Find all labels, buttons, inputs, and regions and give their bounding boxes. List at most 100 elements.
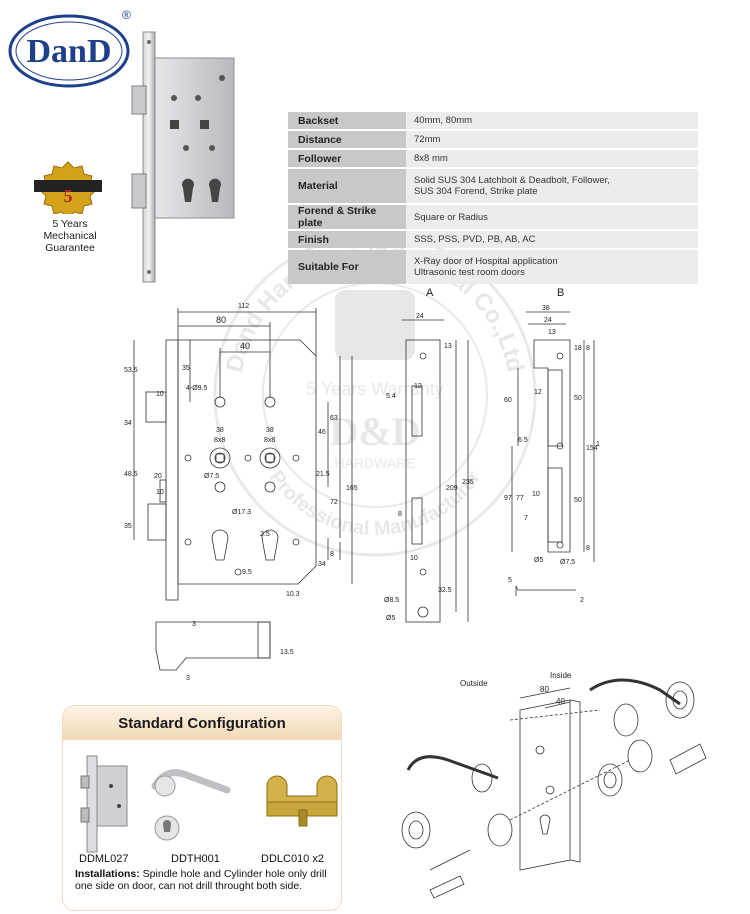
spec-value: 8x8 mm (406, 150, 698, 167)
dim-38a: 38 (216, 427, 224, 434)
spec-value: SSS, PSS, PVD, PB, AB, AC (406, 231, 698, 248)
dim-b5: Ø5 (534, 557, 543, 564)
watermark: Dand Hardware Industrial Co.,Ltd Profess… (213, 233, 537, 557)
dim-b154: 154 (586, 445, 598, 452)
dim-a24: 24 (416, 313, 424, 320)
spec-key: Follower (288, 150, 406, 167)
dim-48-5: 48.5 (124, 471, 138, 478)
exploded-dim-80: 80 (540, 685, 549, 694)
config-item-code: DDLC010 x2 (261, 853, 324, 865)
dim-b18: 18 (574, 345, 582, 352)
logo-text: DanD (26, 33, 111, 70)
guarantee-line: Guarantee (45, 242, 95, 254)
config-item-code: DDTH001 (171, 853, 220, 865)
dim-112: 112 (238, 303, 249, 310)
dim-s2: 2 (580, 597, 584, 604)
spec-key: Finish (288, 231, 406, 248)
spec-row-forend: Forend & Strike plate Square or Radius (288, 205, 698, 229)
euro-cylinder-icon (266, 775, 338, 827)
dand-logo: DanD (8, 14, 130, 88)
watermark-text-center: D&D (329, 409, 420, 454)
spec-value: 72mm (406, 131, 698, 148)
dim-8x8b: 8x8 (264, 437, 275, 444)
config-items (80, 755, 338, 853)
dim-a32-5: 32.5 (438, 587, 452, 594)
lever-handle-icon (151, 769, 231, 841)
spec-key: Distance (288, 131, 406, 148)
dim-63: 63 (330, 415, 338, 422)
spec-value: Square or Radius (406, 205, 698, 229)
svg-text:5: 5 (64, 186, 73, 206)
dim-3b: 3 (186, 675, 190, 682)
view-label-a: A (426, 287, 434, 299)
spec-row-suitable: Suitable For X-Ray door of Hospital appl… (288, 250, 698, 284)
technical-drawing: 112 80 40 35 53.5 4-Ø9.5 10 34 38 38 8x8… (124, 303, 600, 682)
mortise-lock-body-icon (80, 755, 128, 853)
watermark-text-sub: HARDWARE (334, 455, 415, 471)
dim-b12: 12 (534, 389, 542, 396)
registered-mark: ® (122, 8, 131, 22)
config-item-code: DDML027 (79, 853, 129, 865)
dim-35a: 35 (182, 365, 190, 372)
installations-note: Installations: Spindle hole and Cylinder… (75, 868, 337, 892)
dim-b7: 7 (524, 515, 528, 522)
dim-4-9-5: 4-Ø9.5 (186, 385, 208, 392)
dim-2-5: 2.5 (260, 531, 270, 538)
dim-a235: 235 (462, 479, 474, 486)
dim-17-3: Ø17.3 (232, 509, 251, 516)
dim-8: 8 (330, 551, 334, 558)
spec-value: 40mm, 80mm (406, 112, 698, 129)
spec-row-distance: Distance 72mm (288, 131, 698, 148)
spec-row-material: Material Solid SUS 304 Latchbolt & Deadb… (288, 169, 698, 203)
spec-value: Solid SUS 304 Latchbolt & Deadbolt, Foll… (406, 169, 698, 203)
dim-21-5: 21.5 (316, 471, 330, 478)
guarantee-line: Mechanical (43, 230, 97, 242)
dim-b10: 10 (532, 491, 540, 498)
spec-row-backset: Backset 40mm, 80mm (288, 112, 698, 129)
dim-34: 34 (124, 420, 132, 427)
dim-20: 20 (154, 473, 162, 480)
spec-key: Suitable For (288, 250, 406, 284)
dim-10-3: 10.3 (286, 591, 300, 598)
dim-34b: 34 (318, 561, 326, 568)
dim-a12: 12 (414, 383, 422, 390)
spec-table: Backset 40mm, 80mm Distance 72mm Followe… (288, 110, 698, 286)
spec-row-follower: Follower 8x8 mm (288, 150, 698, 167)
dim-b50b: 50 (574, 497, 582, 504)
dim-a13: 13 (444, 343, 452, 350)
spec-key: Material (288, 169, 406, 203)
dim-b50a: 50 (574, 395, 582, 402)
inside-label: Inside (550, 671, 572, 680)
dim-3a: 3 (192, 621, 196, 628)
dim-b24: 24 (544, 317, 552, 324)
view-label-b: B (557, 287, 565, 299)
dim-13-5: 13.5 (280, 649, 294, 656)
watermark-text-mid: 5 Years Warranty (306, 379, 443, 399)
dim-a10: 10 (410, 555, 418, 562)
dim-b13: 13 (548, 329, 556, 336)
dim-46: 46 (318, 429, 326, 436)
dim-7-5: Ø7.5 (204, 473, 219, 480)
dim-b38: 38 (542, 305, 550, 312)
dim-a5: Ø5 (386, 615, 395, 622)
guarantee-caption: 5 Years Mechanical Guarantee (20, 218, 120, 254)
standard-configuration-panel: Standard Configuration DDML027 DDTH001 D… (62, 705, 342, 911)
config-title: Standard Configuration (63, 706, 341, 740)
dim-72: 72 (330, 499, 338, 506)
spec-key: Backset (288, 112, 406, 129)
exploded-assembly-view: Outside Inside 80 40 (401, 671, 707, 899)
dim-80: 80 (216, 315, 226, 325)
spec-key: Forend & Strike plate (288, 205, 406, 229)
dim-38b: 38 (266, 427, 274, 434)
guarantee-line: 5 Years (52, 218, 88, 230)
installations-label: Installations: (75, 868, 140, 880)
dim-b7-5: Ø7.5 (560, 559, 575, 566)
dim-b97: 97 (504, 495, 512, 502)
dim-s5: 5 (508, 577, 512, 584)
outside-label: Outside (460, 679, 488, 688)
dim-a209: 209 (446, 485, 458, 492)
anniversary-5-years-badge-icon: 5 (34, 161, 102, 214)
dim-35b: 35 (124, 523, 132, 530)
dim-b77: 77 (516, 495, 524, 502)
